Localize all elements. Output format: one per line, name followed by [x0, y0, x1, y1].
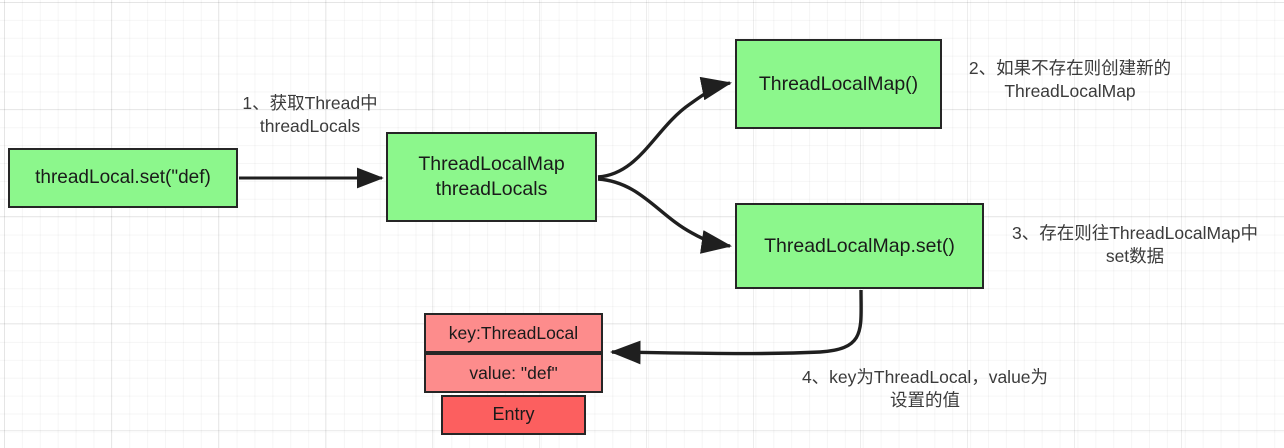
node-threadlocalmap-set[interactable]: ThreadLocalMap.set() [735, 203, 984, 289]
node-entry-value[interactable]: value: "def" [424, 353, 603, 393]
annotation-step-1: 1、获取Thread中 threadLocals [242, 93, 378, 137]
node-threadlocal-set-call[interactable]: threadLocal.set("def) [8, 148, 238, 208]
annotation-step-2: 2、如果不存在则创建新的 ThreadLocalMap [968, 58, 1172, 102]
edge-map-set-to-entry [609, 289, 863, 365]
node-threadlocalmap-threadlocals[interactable]: ThreadLocalMap threadLocals [386, 132, 597, 222]
node-threadlocalmap-constructor[interactable]: ThreadLocalMap() [735, 39, 942, 129]
edge-threadlocals-to-map-ctor [597, 76, 733, 179]
node-entry-key[interactable]: key:ThreadLocal [424, 313, 603, 353]
annotation-step-4: 4、key为ThreadLocal，value为 设置的值 [801, 367, 1049, 411]
node-entry-label[interactable]: Entry [441, 395, 586, 435]
annotation-step-3: 3、存在则往ThreadLocalMap中 set数据 [1011, 223, 1259, 267]
edge-threadlocals-to-map-set [597, 177, 733, 254]
